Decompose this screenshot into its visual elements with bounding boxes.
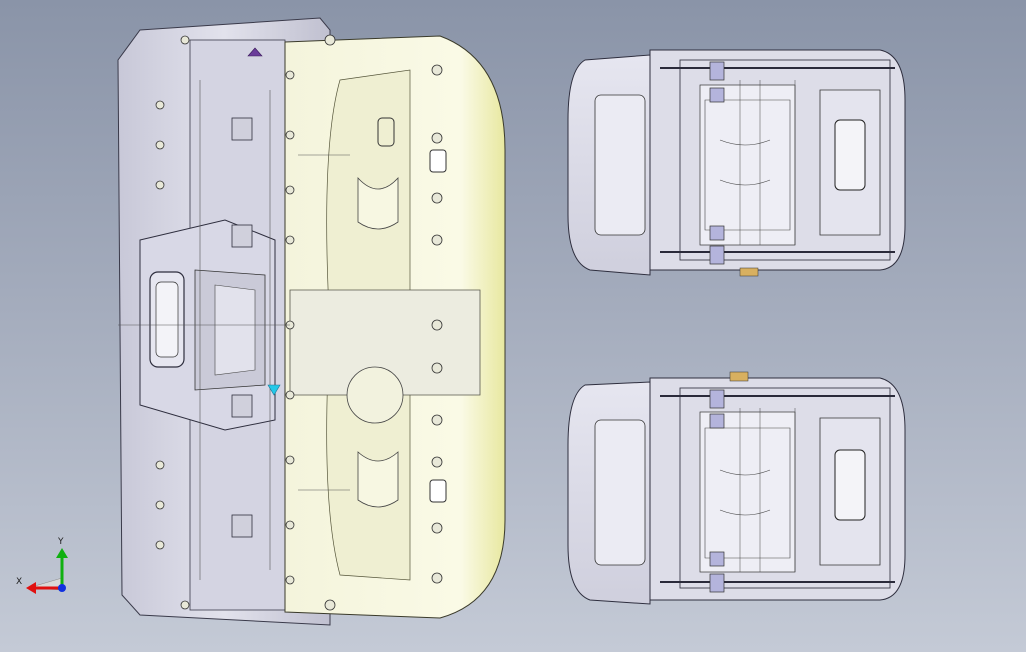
seat-main-part[interactable] xyxy=(117,17,506,626)
triad-z-axis xyxy=(58,584,66,592)
coordinate-triad-icon: Y X xyxy=(16,537,68,594)
triad-y-label: Y xyxy=(57,537,64,547)
seat-main-center-hole xyxy=(346,366,404,424)
triad-x-label: X xyxy=(16,577,22,587)
seat-top-right-part[interactable] xyxy=(567,49,906,277)
seat-bottom-right-part[interactable] xyxy=(567,371,906,605)
